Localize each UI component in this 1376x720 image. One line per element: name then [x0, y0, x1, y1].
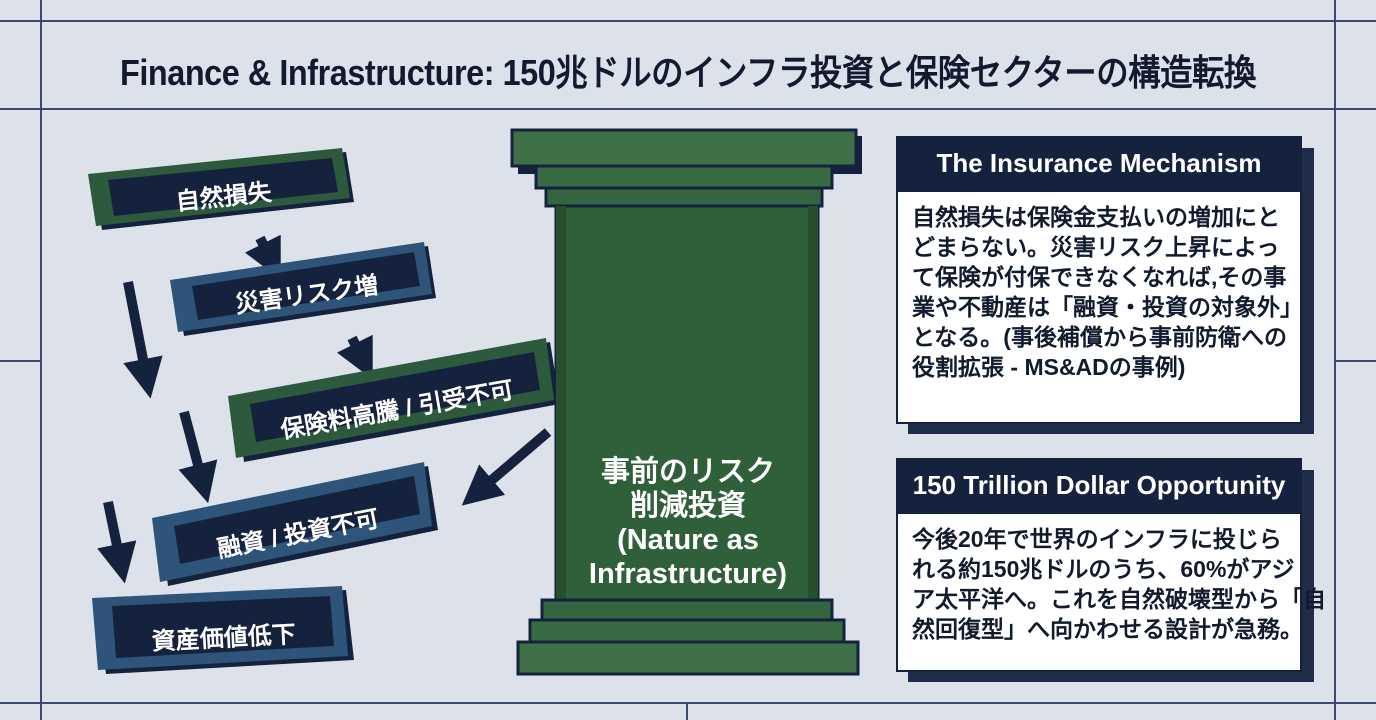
- flow-step-no-finance: 融資 / 投資不可: [152, 460, 442, 590]
- opportunity-card-line: 今後20年で世界のインフラに投じら: [912, 526, 1282, 552]
- opportunity-card-title: 150 Trillion Dollar Opportunity: [896, 458, 1302, 512]
- insurance-card-line: となる。(事後補償から事前防衛への: [912, 324, 1287, 350]
- insurance-card-line: 自然損失は保険金支払いの増加にと: [912, 204, 1280, 230]
- flow-step-asset-value-drop: 資産価値低下: [92, 586, 356, 680]
- opportunity-card-line: ア太平洋へ。これを自然破壊型から「自: [912, 586, 1326, 612]
- grid-line-bottom: [0, 702, 1376, 704]
- grid-line-mid-left: [0, 360, 40, 362]
- pillar-caption-line: 削減投資: [629, 490, 746, 522]
- opportunity-card: 150 Trillion Dollar Opportunity 今後20年で世界…: [896, 458, 1326, 684]
- opportunity-card-line: れる約150兆ドルのうち、60%がアジ: [912, 556, 1295, 582]
- arrow-long-left: [123, 281, 163, 399]
- grid-line-bottom-tick: [686, 702, 688, 720]
- pillar-caption-line: (Nature as: [617, 524, 759, 556]
- flow-step-nature-loss: 自然損失: [88, 148, 360, 240]
- grid-line-right: [1334, 0, 1336, 720]
- insurance-mechanism-card: The Insurance Mechanism 自然損失は保険金支払いの増加にと…: [896, 136, 1320, 436]
- grid-line-left: [40, 0, 42, 720]
- flow-step-label: 資産価値低下: [151, 620, 297, 656]
- pillar: 事前のリスク 削減投資 (Nature as Infrastructure): [510, 128, 866, 688]
- opportunity-card-line: 然回復型」へ向かわせる設計が急務。: [912, 616, 1303, 642]
- insurance-card-title: The Insurance Mechanism: [896, 136, 1302, 190]
- arrow-bottom-left: [97, 500, 137, 584]
- insurance-card-line: 役割拡張 - MS&ADの事例): [912, 354, 1186, 380]
- flow-step-disaster-risk: 災害リスク増: [170, 236, 442, 336]
- opportunity-card-body: 今後20年で世界のインフラに投じら れる約150兆ドルのうち、60%がアジ ア太…: [896, 512, 1326, 672]
- insurance-card-line: て保険が付保できなくなれば,その事: [912, 264, 1287, 290]
- page-title: Finance & Infrastructure: 150兆ドルのインフラ投資と…: [120, 52, 1256, 93]
- pillar-caption-line: 事前のリスク: [600, 456, 775, 488]
- pillar-caption-line: Infrastructure): [588, 558, 788, 590]
- insurance-card-body: 自然損失は保険金支払いの増加にと どまらない。災害リスク上昇によっ て保険が付保…: [896, 190, 1303, 424]
- grid-line-mid-right: [1336, 360, 1376, 362]
- pillar-caption: 事前のリスク 削減投資 (Nature as Infrastructure): [550, 448, 826, 598]
- insurance-card-line: どまらない。災害リスク上昇によっ: [912, 234, 1280, 260]
- insurance-card-line: 業や不動産は「融資・投資の対象外」: [912, 294, 1303, 320]
- grid-line-under-title: [0, 108, 1376, 110]
- flow-step-premium-surge: 保険料高騰 / 引受不可: [228, 338, 564, 464]
- grid-line-top: [0, 20, 1376, 22]
